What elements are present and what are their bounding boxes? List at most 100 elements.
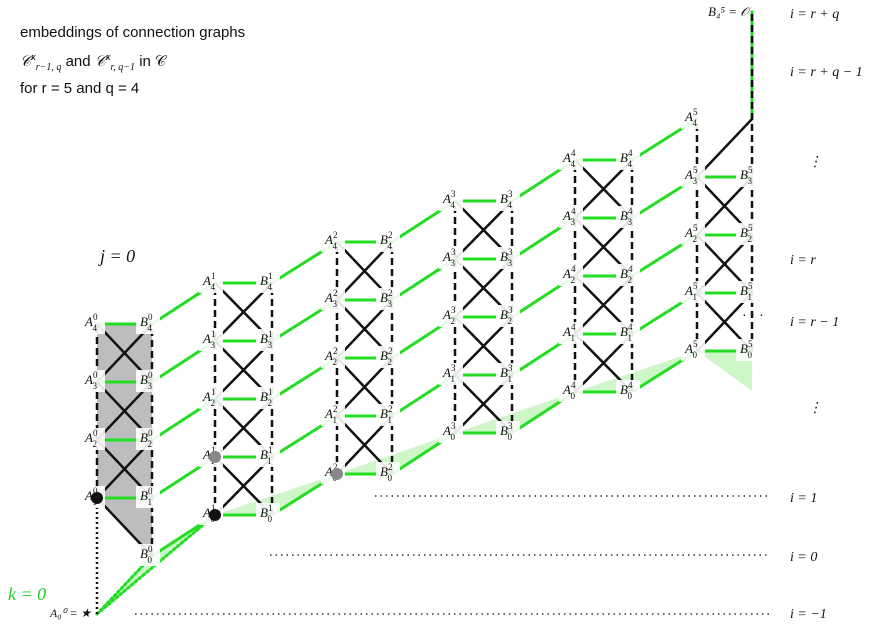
node-label-a-bg [81,370,105,392]
caption-graph-a: 𝒞 [20,54,31,70]
node-dot-gray [209,451,221,463]
caption-graph-a-sup: κ [30,52,36,63]
green-triangle [215,474,337,515]
node-label-b-bg [136,486,160,508]
node-label-a-bg [321,288,345,310]
row-label: ⋮ [808,155,822,170]
caption-in: in 𝒞 [139,53,166,70]
node-label-b-bg [256,387,280,409]
caption-graph-b-sup: κ [105,52,111,63]
node-label-a-bg [559,148,583,170]
label-star: A₀⁰ = ★ [50,606,92,620]
label-k0: k = 0 [8,584,47,604]
node-label-b-bg [616,264,640,286]
node-label-b-bg [136,312,160,334]
node-label-a-bg [439,247,463,269]
node-label-a-bg [559,206,583,228]
green-triangle [575,351,697,392]
row-label: i = r + q [790,7,839,22]
node-label-a-bg [439,189,463,211]
node-label-b-bg [496,305,520,327]
caption-graph-a-sub: r−1, q [35,62,62,73]
node-label-a-bg [199,271,223,293]
node-label-b-bg [496,421,520,443]
node-label-b-bg [256,271,280,293]
label-ellipsis: · · · [742,306,764,322]
node-label-b-bg [496,189,520,211]
node-label-b-bg [376,230,400,252]
row-label: i = 0 [790,550,817,565]
node-label-a-bg [439,421,463,443]
node-label-a-bg [559,322,583,344]
node-label-b-bg [616,380,640,402]
label-j0: j = 0 [100,246,136,266]
node-dot-black [209,509,221,521]
green-triangle [455,392,575,433]
node-label-a-bg [681,339,705,361]
node-label-b-bg [376,404,400,426]
node-label-a-bg [321,230,345,252]
caption-graph-b-sub: r, q−1 [110,62,136,73]
node-label-a-bg [199,329,223,351]
node-label-b-bg [376,462,400,484]
row-label: i = r − 1 [790,315,839,330]
node-label-a-bg [321,346,345,368]
node-label-a-bg [681,107,705,129]
caption-line-1: embeddings of connection graphs [20,24,246,41]
node-label-b-bg [136,370,160,392]
row-label: i = −1 [790,607,827,622]
caption-line-3: for r = 5 and q = 4 [20,80,140,97]
node-label-a-bg [81,312,105,334]
node-label-a-bg [439,305,463,327]
node-label-b-bg [736,281,760,303]
node-label-b-bg [256,445,280,467]
node-label-b-bg [736,339,760,361]
green-triangle [337,433,455,474]
node-label-b-bg [496,247,520,269]
node-label-a-bg [559,264,583,286]
